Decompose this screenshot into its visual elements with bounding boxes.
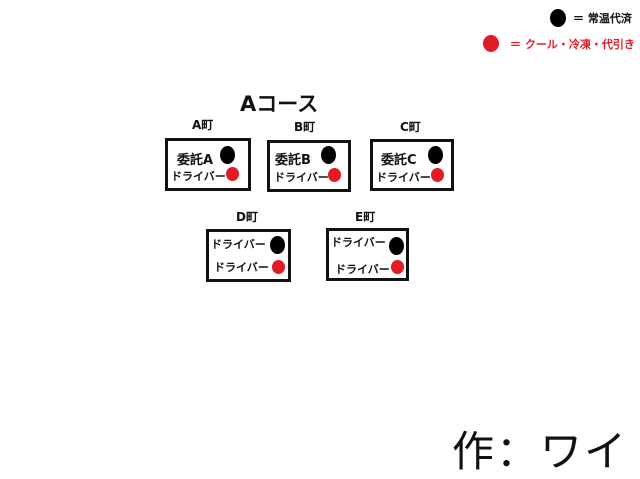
town-label: B町 [294, 120, 316, 134]
red-dot-icon [226, 167, 239, 181]
red-dot-icon [483, 35, 499, 52]
row-label: 委託B [275, 153, 311, 168]
town-label: D町 [236, 210, 258, 224]
row-label: ドライバー [274, 171, 329, 184]
red-dot-icon [328, 168, 341, 182]
row-label: 委託C [381, 153, 417, 168]
legend-red-label: ＝ クール・冷凍・代引き [510, 38, 635, 51]
town-label: C町 [400, 120, 421, 134]
black-dot-icon [389, 237, 404, 255]
town-label: E町 [355, 210, 376, 224]
black-dot-icon [550, 9, 566, 27]
black-dot-icon [428, 146, 443, 164]
red-dot-icon [391, 260, 404, 274]
town-box-b: 委託B ドライバー [267, 140, 351, 192]
town-box-d: ドライバー ドライバー [206, 229, 291, 282]
black-dot-icon [220, 146, 235, 164]
red-dot-icon [272, 260, 285, 274]
row-label: ドライバー [211, 238, 266, 251]
row-label: ドライバー [171, 170, 226, 183]
town-label: A町 [192, 118, 214, 132]
row-label: ドライバー [331, 236, 386, 249]
town-box-c: 委託C ドライバー [370, 139, 454, 191]
black-dot-icon [270, 236, 285, 254]
legend-black-label: ＝ 常温代済 [573, 12, 632, 25]
black-dot-icon [321, 146, 336, 164]
row-label: ドライバー [335, 263, 390, 276]
town-box-a: 委託A ドライバー [165, 138, 251, 191]
town-box-e: ドライバー ドライバー [326, 228, 409, 281]
row-label: ドライバー [376, 171, 431, 184]
row-label: ドライバー [214, 261, 269, 274]
signature: 作：ワイ [452, 427, 629, 476]
red-dot-icon [431, 168, 444, 182]
course-title: Aコース [240, 92, 319, 116]
row-label: 委託A [177, 153, 214, 168]
